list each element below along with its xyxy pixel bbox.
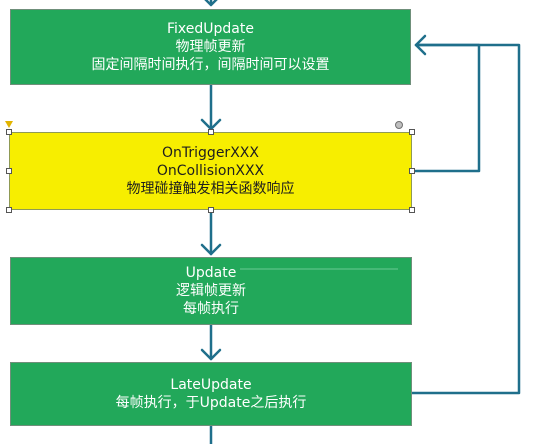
loop-trigger-to-fixed — [410, 43, 481, 173]
arrowhead-update-to-late — [200, 348, 222, 361]
resize-handle-bottom-left[interactable] — [6, 207, 12, 213]
trigger-description: 物理碰撞触发相关函数响应 — [126, 181, 295, 197]
lateupdate-box: LateUpdate 每帧执行，于Update之后执行 — [10, 362, 412, 426]
resize-handle-middle-right[interactable] — [409, 168, 415, 174]
loop-late-to-fixed — [410, 43, 521, 395]
collision-title: OnCollisionXXX — [156, 163, 265, 179]
resize-handle-top-left[interactable] — [6, 129, 12, 135]
lateupdate-description: 每帧执行，于Update之后执行 — [115, 395, 307, 411]
resize-handle-bottom-right[interactable] — [409, 207, 415, 213]
lateupdate-title: LateUpdate — [170, 377, 252, 393]
fixedupdate-title: FixedUpdate — [167, 21, 254, 37]
update-subtitle: 逻辑帧更新 — [176, 283, 246, 299]
update-title: Update — [185, 265, 237, 281]
trigger-collision-box[interactable]: OnTriggerXXX OnCollisionXXX 物理碰撞触发相关函数响应 — [9, 132, 412, 210]
rotate-handle-icon[interactable] — [395, 121, 403, 129]
arrowhead-into-fixedupdate — [204, 0, 218, 7]
trigger-title: OnTriggerXXX — [162, 145, 259, 161]
adjust-handle-icon[interactable] — [5, 121, 13, 128]
resize-handle-bottom-middle[interactable] — [208, 207, 214, 213]
resize-handle-top-middle[interactable] — [208, 129, 214, 135]
resize-handle-top-right[interactable] — [409, 129, 415, 135]
update-title-underline — [240, 268, 398, 270]
update-description: 每帧执行 — [183, 301, 239, 317]
fixedupdate-subtitle: 物理帧更新 — [175, 39, 246, 55]
resize-handle-middle-left[interactable] — [6, 168, 12, 174]
fixedupdate-description: 固定间隔时间执行，间隔时间可以设置 — [91, 57, 330, 73]
arrowhead-trigger-to-update — [200, 243, 222, 256]
fixedupdate-box: FixedUpdate 物理帧更新 固定间隔时间执行，间隔时间可以设置 — [10, 9, 411, 85]
